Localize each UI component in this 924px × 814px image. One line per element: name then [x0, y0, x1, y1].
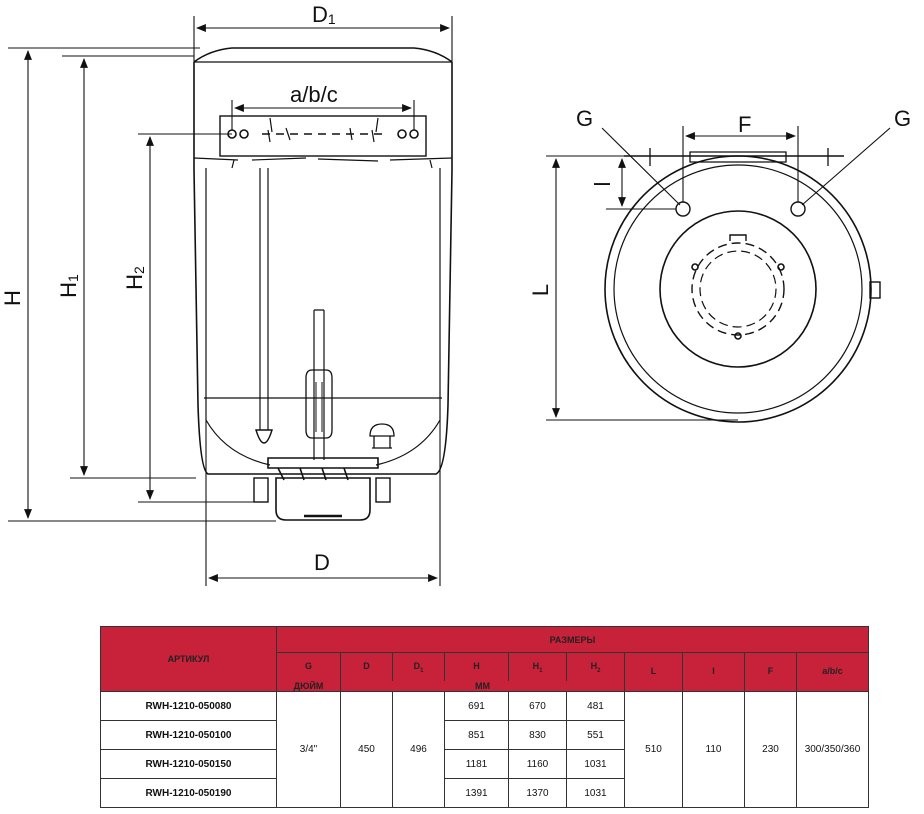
label-f: F	[738, 112, 751, 137]
label-d: D	[314, 550, 330, 575]
label-g-left: G	[576, 106, 593, 131]
h2-cell: 1031	[566, 778, 625, 808]
l-big-cell: 510	[624, 691, 683, 808]
col-header-abc: a/b/c	[796, 652, 869, 692]
d1-cell: 496	[392, 691, 445, 808]
col-header-g: G	[276, 652, 341, 681]
header-dimensions: РАЗМЕРЫ	[276, 626, 869, 653]
h-cell: 1181	[444, 749, 509, 779]
label-abc: a/b/c	[290, 82, 338, 107]
label-h2: H2	[122, 266, 147, 290]
header-article: АРТИКУЛ	[100, 626, 277, 692]
h1-cell: 670	[508, 691, 567, 721]
h1-cell: 1160	[508, 749, 567, 779]
d-cell: 450	[340, 691, 393, 808]
col-header-h2: H2	[566, 652, 625, 681]
unit-inch: ДЮЙМ	[276, 681, 341, 692]
label-g-right: G	[894, 106, 911, 131]
label-l-small: l	[590, 182, 615, 187]
g-cell: 3/4"	[276, 691, 341, 808]
label-l-big: L	[528, 284, 553, 296]
dimensions-table: АРТИКУЛ РАЗМЕРЫ G D D1 H H1 H2 L l F a/b…	[100, 626, 869, 808]
label-d1: D1	[312, 2, 336, 27]
top-view	[604, 148, 881, 423]
article-cell: RWH-1210-050080	[100, 691, 277, 721]
h2-cell: 551	[566, 720, 625, 750]
label-h1: H1	[56, 274, 81, 298]
l-small-cell: 110	[682, 691, 745, 808]
article-cell: RWH-1210-050190	[100, 778, 277, 808]
front-dimensions	[8, 16, 453, 586]
abc-cell: 300/350/360	[796, 691, 869, 808]
h1-cell: 830	[508, 720, 567, 750]
col-header-f: F	[744, 652, 797, 692]
f-cell: 230	[744, 691, 797, 808]
front-view	[193, 47, 453, 521]
h2-cell: 1031	[566, 749, 625, 779]
article-cell: RWH-1210-050150	[100, 749, 277, 779]
technical-drawing: D1 a/b/c H H1 H2 D	[0, 2, 911, 586]
h-cell: 851	[444, 720, 509, 750]
top-dimensions	[546, 126, 891, 421]
col-header-l-small: l	[682, 652, 745, 692]
article-cell: RWH-1210-050100	[100, 720, 277, 750]
h-cell: 691	[444, 691, 509, 721]
col-header-h: H	[444, 652, 509, 681]
col-header-l-big: L	[624, 652, 683, 692]
unit-mm: ММ	[340, 681, 625, 692]
top-dimension-labels: G G F l L	[528, 106, 911, 296]
h-cell: 1391	[444, 778, 509, 808]
h1-cell: 1370	[508, 778, 567, 808]
col-header-d: D	[340, 652, 393, 681]
front-dimension-labels: D1 a/b/c H H1 H2 D	[0, 2, 338, 575]
col-header-h1: H1	[508, 652, 567, 681]
col-header-d1: D1	[392, 652, 445, 681]
label-h: H	[0, 290, 25, 306]
h2-cell: 481	[566, 691, 625, 721]
